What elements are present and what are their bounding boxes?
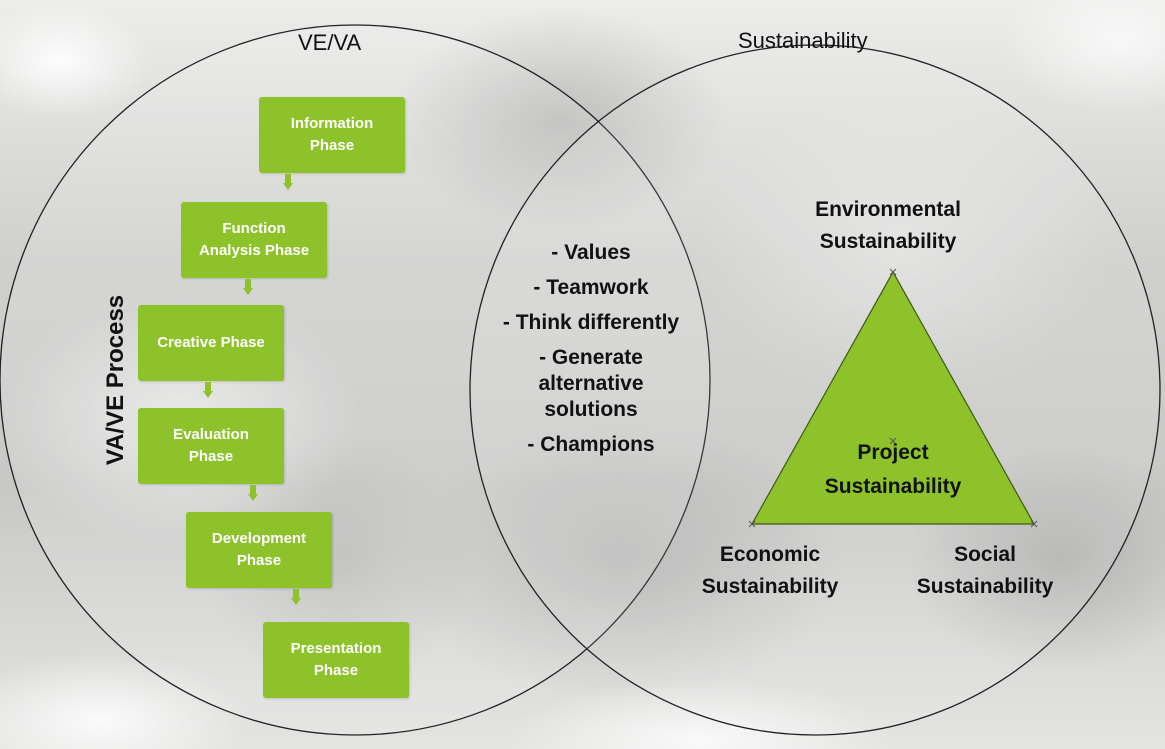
arrow-down <box>203 382 213 398</box>
label-line: Sustainability <box>916 575 1054 598</box>
label-line: Sustainability <box>824 475 962 498</box>
left-circle <box>0 24 711 736</box>
list-item: - Think differently <box>502 311 680 334</box>
label-line: Economic <box>719 543 821 566</box>
ve-va-title: VE/VA <box>298 30 362 55</box>
triangle-vertex-markers <box>748 268 1038 528</box>
arrow-down <box>291 589 301 605</box>
phase-label: Phase <box>188 448 234 465</box>
label-line: Sustainability <box>701 575 839 598</box>
phase-label: Phase <box>313 662 359 679</box>
label-line: Environmental <box>815 198 961 221</box>
list-item: - Champions <box>527 433 655 456</box>
phase-label: Phase <box>236 552 282 569</box>
process-label: VA/VE Process <box>102 294 129 466</box>
phase-label: Development <box>211 530 307 547</box>
label-line: Social <box>954 543 1016 566</box>
phase-label: Evaluation <box>173 426 249 443</box>
sustainability-title: Sustainability <box>738 28 868 53</box>
list-item: - Values <box>551 241 631 264</box>
phase-label: Phase <box>309 137 355 154</box>
shared-values-list: - Values - Teamwork - Think differently … <box>493 240 689 467</box>
phase-label: Analysis Phase <box>198 242 310 259</box>
phase-label: Creative Phase <box>157 334 265 351</box>
arrow-down <box>248 485 258 501</box>
phase-label: Information <box>290 115 374 132</box>
social-sustainability-label: Social Sustainability <box>885 542 1085 600</box>
phase-label: Function <box>222 220 286 237</box>
right-circle <box>469 44 1161 736</box>
sustainability-triangle <box>750 270 1036 525</box>
arrow-down <box>283 174 293 190</box>
project-sustainability-label: Project Sustainability <box>788 440 998 500</box>
label-line: Project <box>857 441 929 464</box>
economic-sustainability-label: Economic Sustainability <box>670 542 870 600</box>
label-line: Sustainability <box>819 230 957 253</box>
list-item: - Generate alternative solutions <box>538 346 644 421</box>
creative-phase-box: Creative Phase <box>138 305 284 381</box>
list-item: - Teamwork <box>533 276 649 299</box>
environmental-sustainability-label: Environmental Sustainability <box>783 197 993 255</box>
arrow-down <box>243 279 253 295</box>
phase-label: Presentation <box>290 640 382 657</box>
